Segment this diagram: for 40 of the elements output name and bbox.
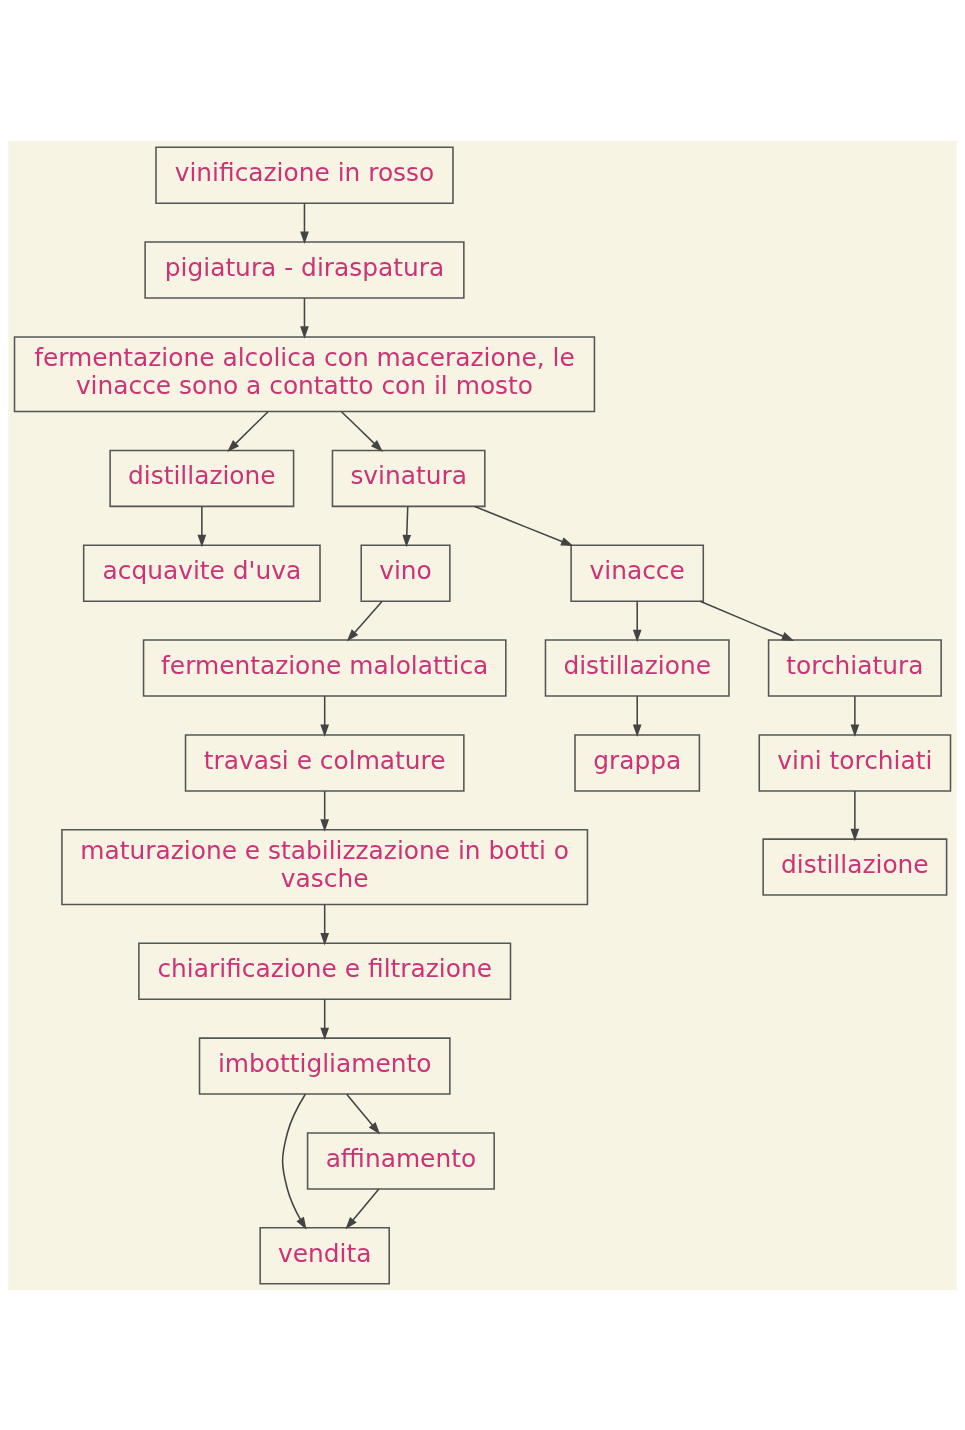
- node-box: torchiatura: [767, 638, 942, 697]
- arrow: [197, 505, 207, 547]
- arrow: [281, 1092, 307, 1230]
- node-box: distillazione: [762, 837, 948, 896]
- arrow: [345, 1187, 380, 1229]
- arrow: [300, 296, 309, 339]
- node-box: distillazione: [544, 638, 730, 697]
- arrow: [227, 410, 269, 452]
- node-box: distillazione: [109, 449, 295, 507]
- arrow: [632, 694, 642, 737]
- arrow: [320, 789, 330, 832]
- arrow: [346, 600, 383, 641]
- node-box: vinacce: [570, 543, 705, 602]
- node-box: fermentazione malolattica: [142, 638, 507, 697]
- node-box: fermentazione alcolica con macerazione, le vinacce sono a contatto con il mosto: [13, 335, 596, 412]
- node-box: acquavite d'uva: [82, 543, 321, 602]
- node-box: imbottigliamento: [198, 1036, 451, 1095]
- arrow: [345, 1092, 381, 1134]
- arrow: [699, 600, 795, 641]
- arrow: [402, 505, 412, 547]
- node-box: affinamento: [306, 1131, 495, 1190]
- node-box: grappa: [574, 733, 701, 792]
- arrow: [320, 998, 330, 1040]
- arrow: [320, 903, 330, 945]
- arrow: [850, 789, 860, 841]
- node-box: maturazione e stabilizzazione in botti o vasche: [61, 828, 589, 905]
- node-box: vini torchiati: [758, 733, 952, 792]
- arrow: [850, 694, 860, 737]
- arrow: [340, 410, 383, 452]
- arrow: [632, 600, 642, 642]
- node-box: vino: [360, 543, 451, 602]
- node-box: pigiatura - diraspatura: [144, 240, 465, 299]
- node-box: vinificazione in rosso: [155, 145, 454, 204]
- arrow: [474, 505, 574, 546]
- node-box: svinatura: [331, 449, 486, 507]
- arrow: [320, 694, 330, 737]
- node-box: travasi e colmature: [184, 733, 465, 792]
- node-box: vendita: [259, 1226, 390, 1285]
- arrow: [300, 202, 309, 244]
- node-box: chiarificazione e filtrazione: [138, 942, 512, 1000]
